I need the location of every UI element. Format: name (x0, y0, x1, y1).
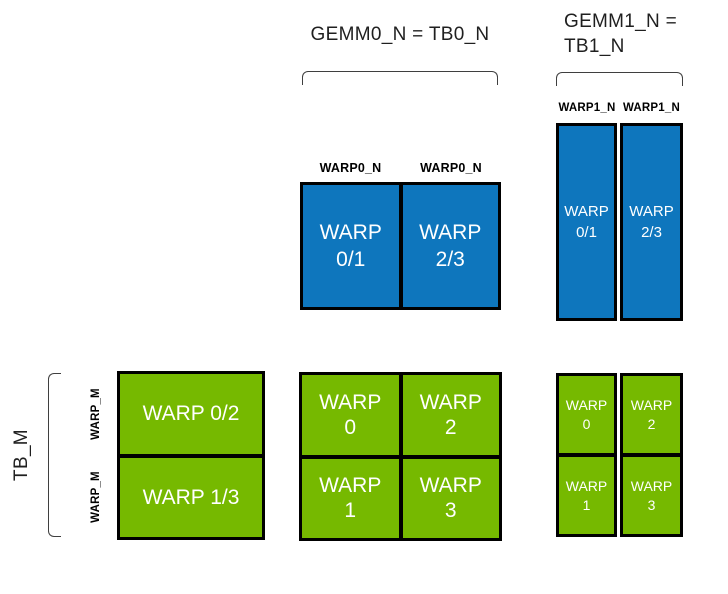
grid-row-top: WARP 0 WARP 2 (302, 375, 499, 455)
warp-cell-text: 1 (582, 496, 591, 513)
gemm1-accum-column-right: WARP 2 WARP 3 (620, 373, 683, 537)
warp-cell-text: WARP 1/3 (142, 485, 240, 509)
warp-cell-text: WARP (564, 203, 609, 220)
gemm0-warp-tile: WARP 0/1 WARP 2/3 (300, 182, 501, 310)
warp-cell-gemm0-01: WARP 0/1 (303, 185, 399, 307)
warp-m-label-bottom: WARP_M (90, 471, 102, 523)
warp-cell-text: WARP 0/2 (142, 402, 240, 426)
warp-cell-text: 2 (647, 415, 656, 432)
warp0-n-label-right: WARP0_N (420, 161, 482, 175)
warp-cell-2: WARP 2 (402, 375, 499, 455)
warp-cell-text: 0 (344, 415, 357, 439)
gemm1-accum-column-left: WARP 0 WARP 1 (556, 373, 617, 537)
gemm1-warp-column-23: WARP 2/3 (620, 123, 683, 321)
warp0-n-label-left: WARP0_N (319, 161, 382, 175)
gemm1-axis-title: GEMM1_N = TB1_N (564, 9, 714, 59)
warp-cell-text: 2 (444, 415, 457, 439)
warp-cell-text: 0/1 (576, 224, 597, 241)
warp-cell-text: 0 (582, 415, 591, 432)
warp-cell-text: WARP (419, 221, 482, 244)
gemm1-axis-title-line2: TB1_N (564, 36, 625, 57)
warp-cell-text: WARP (629, 203, 674, 220)
tb-m-warp-tile: WARP 0/2 WARP 1/3 (117, 371, 265, 540)
gemm1-axis-title-line1: GEMM1_N = (564, 11, 678, 32)
gemm1-n-bracket (556, 72, 683, 86)
warp-cell-gemm0-23: WARP 2/3 (402, 185, 498, 307)
warp-cell-02: WARP 0/2 (120, 374, 262, 454)
warp-cell-r2: WARP 2 (623, 376, 680, 453)
gemm0-axis-title: GEMM0_N = TB0_N (310, 24, 490, 45)
warp-cell-0: WARP 0 (302, 375, 399, 455)
warp-cell-text: WARP (565, 396, 608, 413)
warp-cell-3: WARP 3 (402, 458, 499, 538)
warp-cell-text: 1 (344, 499, 357, 523)
warp-cell-text: 2/3 (435, 248, 465, 271)
gemm1-warp-column-01: WARP 0/1 (556, 123, 617, 321)
warp-cell-text: WARP (419, 390, 482, 414)
tb-m-bracket (48, 373, 61, 537)
warp-cell-text: WARP (319, 221, 382, 244)
warp-cell-text: WARP (319, 474, 382, 498)
tb-m-axis-label: TB_M (11, 429, 32, 481)
warp-m-label-top: WARP_M (90, 388, 102, 440)
warp-cell-r0: WARP 0 (559, 376, 614, 453)
warp-cell-text: WARP (565, 477, 608, 494)
warp-cell-text: WARP (319, 390, 382, 414)
warp-cell-gemm1-01: WARP 0/1 (559, 126, 614, 318)
warp-cell-text: WARP (630, 477, 673, 494)
warp-cell-text: 2/3 (641, 224, 662, 241)
warp-cell-13: WARP 1/3 (120, 457, 262, 537)
warp-cell-text: 3 (647, 496, 656, 513)
warp-cell-gemm1-23: WARP 2/3 (623, 126, 680, 318)
warp-cell-text: 0/1 (336, 248, 366, 271)
grid-row-bottom: WARP 1 WARP 3 (302, 458, 499, 538)
warp-cell-1: WARP 1 (302, 458, 399, 538)
warp-cell-r1: WARP 1 (559, 457, 614, 534)
warp-cell-text: WARP (419, 474, 482, 498)
warp1-n-label-right: WARP1_N (623, 102, 680, 114)
gemm0-n-bracket (302, 71, 498, 85)
warp-cell-text: WARP (630, 396, 673, 413)
warp1-n-label-left: WARP1_N (558, 102, 616, 114)
gemm0-accum-tile: WARP 0 WARP 2 WARP 1 WARP 3 (299, 372, 502, 541)
warp-cell-text: 3 (444, 499, 457, 523)
warp-cell-r3: WARP 3 (623, 457, 680, 534)
